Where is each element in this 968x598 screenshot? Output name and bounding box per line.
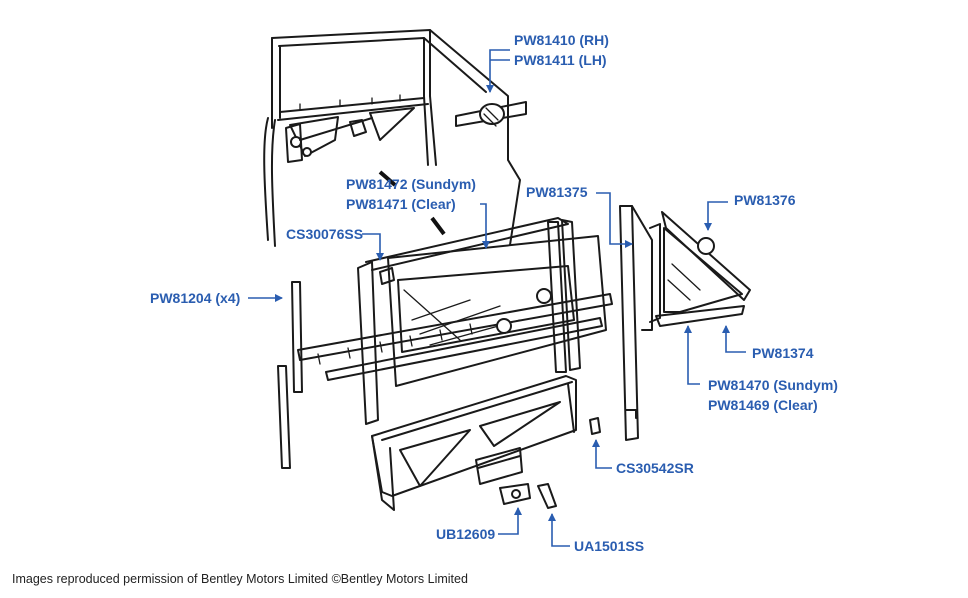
label-ub12609: UB12609 bbox=[436, 526, 496, 542]
label-cs30076ss: CS30076SS bbox=[286, 226, 364, 242]
door-frame-illustration bbox=[263, 29, 527, 247]
callout-pw81470-pw81469: PW81470 (Sundym) PW81469 (Clear) bbox=[708, 375, 838, 415]
callout-pw81472-pw81471: PW81472 (Sundym) PW81471 (Clear) bbox=[346, 174, 476, 214]
label-pw81410: PW81410 (RH) bbox=[514, 32, 609, 48]
label-pw81470: PW81470 (Sundym) bbox=[708, 377, 838, 393]
label-ua1501ss: UA1501SS bbox=[574, 538, 645, 554]
copyright-credit: Images reproduced permission of Bentley … bbox=[12, 572, 468, 586]
quarter-light-illustration bbox=[619, 205, 751, 441]
label-pw81472: PW81472 (Sundym) bbox=[346, 176, 476, 192]
window-glass-illustration bbox=[277, 217, 613, 469]
label-pw81204: PW81204 (x4) bbox=[150, 290, 241, 306]
label-pw81469: PW81469 (Clear) bbox=[708, 397, 818, 413]
label-pw81471: PW81471 (Clear) bbox=[346, 196, 456, 212]
label-pw81411: PW81411 (LH) bbox=[514, 52, 607, 68]
lower-bracket-illustration bbox=[371, 375, 601, 511]
callout-pw81410-pw81411: PW81410 (RH) PW81411 (LH) bbox=[514, 30, 609, 70]
label-pw81375: PW81375 bbox=[526, 184, 588, 200]
label-cs30542sr: CS30542SR bbox=[616, 460, 694, 476]
label-pw81376: PW81376 bbox=[734, 192, 796, 208]
leader-lines bbox=[248, 49, 746, 547]
label-pw81374: PW81374 bbox=[752, 345, 814, 361]
